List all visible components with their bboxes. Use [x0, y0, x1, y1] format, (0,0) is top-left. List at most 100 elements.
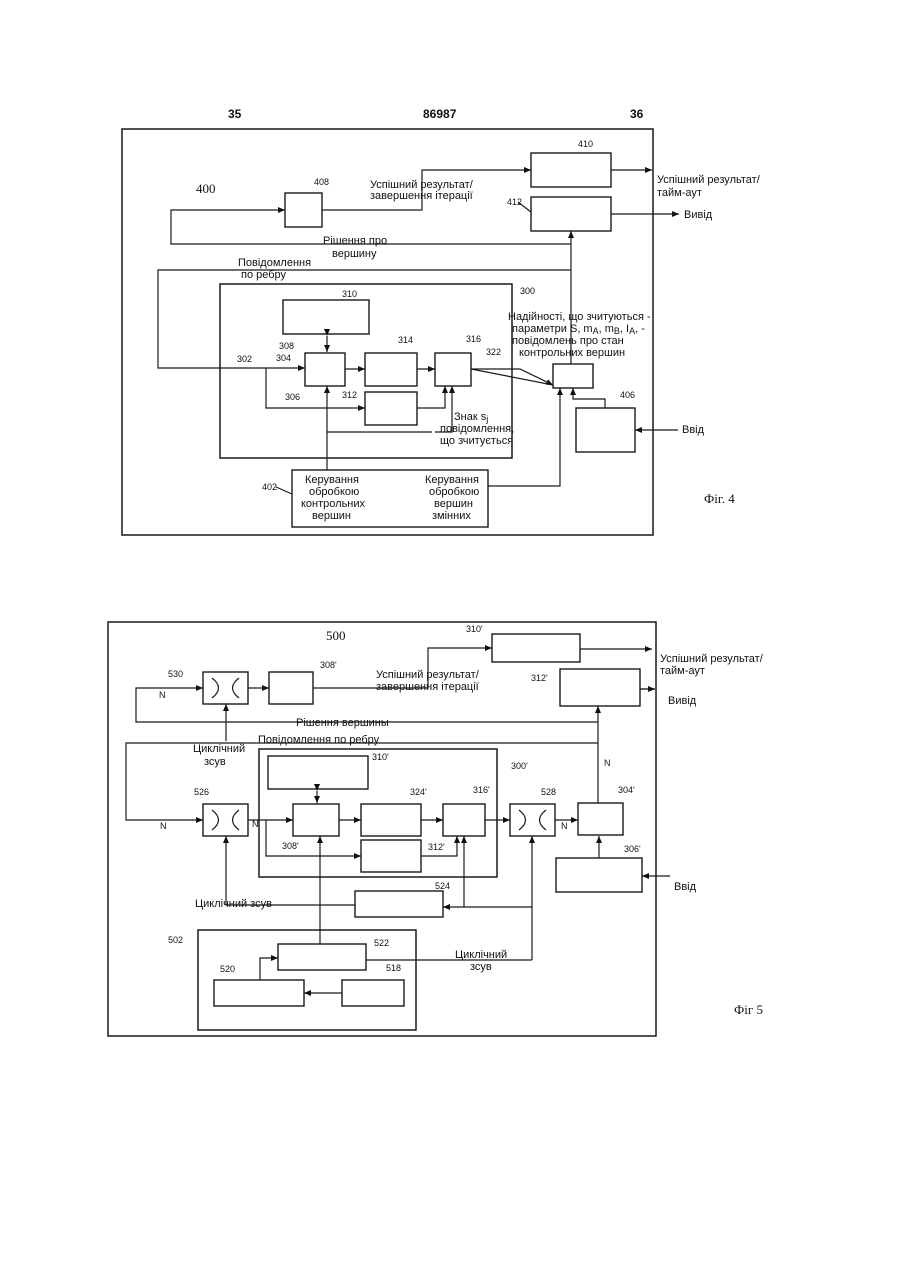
fig5-text-cyc3-b: зсув — [470, 961, 492, 973]
fig5-block-310p-top — [492, 634, 580, 662]
fig5-label-524: 524 — [435, 881, 450, 891]
fig4-label-312: 312 — [342, 390, 357, 400]
fig4-text-output: Вивід — [684, 209, 713, 221]
fig5-block-324p — [361, 804, 421, 836]
fig5-block-524 — [355, 891, 443, 917]
fig5-label-306p: 306' — [624, 844, 641, 854]
fig5-block-308p-top — [269, 672, 313, 704]
fig4-text-out-success-2: тайм-аут — [657, 187, 702, 199]
fig5-block-312p-top — [560, 669, 640, 706]
fig4-text-ctrl-var-2: обробкою — [429, 486, 479, 498]
fig4-label-322: 322 — [486, 347, 501, 357]
fig4-text-sign-3: що зчитується — [440, 435, 513, 447]
fig4-label-300: 300 — [520, 286, 535, 296]
fig5-label-500: 500 — [326, 628, 346, 643]
fig5-block-522 — [278, 944, 366, 970]
fig5-block-308p — [293, 804, 339, 836]
fig4-label-316: 316 — [466, 334, 481, 344]
fig4-text-ctrl-var-4: змінних — [432, 510, 471, 522]
fig4-block-314 — [365, 353, 417, 386]
fig4-label-308: 308 — [279, 341, 294, 351]
fig4-text-decision-2: вершину — [332, 248, 377, 260]
fig4-block-312 — [365, 392, 417, 425]
fig5-label-518: 518 — [386, 963, 401, 973]
fig5-text-out-success-2: тайм-аут — [660, 665, 705, 677]
fig4-block-406 — [576, 408, 635, 452]
fig5-label-310p-top: 310' — [466, 624, 483, 634]
fig5-label-n2: N — [160, 821, 167, 831]
fig5-block-530 — [203, 672, 248, 704]
fig5-text-success-1: Успішний результат/ — [376, 669, 480, 681]
fig4-label-412: 412 — [507, 197, 522, 207]
fig5-block-528 — [510, 804, 555, 836]
fig5-block-306p — [556, 858, 642, 892]
fig5-block-304p — [578, 803, 623, 835]
fig4-block-410 — [531, 153, 611, 187]
fig5-label-308p-in: 308' — [282, 841, 299, 851]
fig4-block-variable-node — [553, 364, 593, 388]
fig4-text-success-2: завершення ітерації — [370, 190, 473, 202]
fig4-label-400: 400 — [196, 181, 216, 196]
fig5-text-cyc2: Циклічний зсув — [195, 898, 272, 910]
fig5-label-308p: 308' — [320, 660, 337, 670]
fig4-text-ctrl-check-1: Керування — [305, 474, 359, 486]
fig4-block-310 — [283, 300, 369, 334]
fig5-block-518 — [342, 980, 404, 1006]
fig4-label-406: 406 — [620, 390, 635, 400]
fig4-label-302: 302 — [237, 354, 252, 364]
fig4-block-308 — [305, 353, 345, 386]
fig4-text-sign-1: Знак s — [454, 411, 487, 423]
fig5-label-526: 526 — [194, 787, 209, 797]
fig5-text-success-2: завершення ітерації — [376, 681, 479, 693]
page-number-left: 35 — [228, 107, 242, 121]
fig4-text-ctrl-check-2: обробкою — [309, 486, 359, 498]
fig5-block-520 — [214, 980, 304, 1006]
fig5-label-n1: N — [159, 690, 166, 700]
fig4-text-rel-2: параметри S, m — [512, 323, 593, 335]
fig4-text-ctrl-var-3: вершин — [434, 498, 473, 510]
fig4-label-310: 310 — [342, 289, 357, 299]
fig4-text-sign-2: повідомлення, — [440, 423, 514, 435]
patent-number: 86987 — [423, 107, 457, 121]
fig5-label-502: 502 — [168, 935, 183, 945]
fig5-label-n3: N — [604, 758, 611, 768]
figure-5: 500 530 308' 310' 312' Успішний результа… — [108, 622, 764, 1036]
fig4-text-decision-1: Рішення про — [323, 235, 387, 247]
fig5-label-528: 528 — [541, 787, 556, 797]
fig5-caption: Фіг 5 — [734, 1002, 763, 1017]
fig4-text-edge-msg-1: Повідомлення — [238, 257, 311, 269]
fig5-text-cyc1-a: Циклічний — [193, 743, 245, 755]
fig4-block-316 — [435, 353, 471, 386]
fig4-text-ctrl-var-1: Керування — [425, 474, 479, 486]
fig5-label-300p: 300' — [511, 761, 528, 771]
fig5-label-310p: 310' — [372, 752, 389, 762]
fig5-label-n5: N — [561, 821, 568, 831]
fig5-label-312p: 312' — [428, 842, 445, 852]
fig4-text-rel-4: контрольних вершин — [519, 347, 625, 359]
fig5-label-522: 522 — [374, 938, 389, 948]
fig4-caption: Фіг. 4 — [704, 491, 735, 506]
fig5-label-316p: 316' — [473, 785, 490, 795]
fig4-text-rel-3: повідомлень про стан — [512, 335, 624, 347]
fig5-label-530: 530 — [168, 669, 183, 679]
fig5-text-output: Вивід — [668, 695, 697, 707]
fig5-label-520: 520 — [220, 964, 235, 974]
figure-4: 400 408 410 412 Успішний результат/ тайм… — [122, 129, 761, 535]
fig4-text-input: Ввід — [682, 424, 705, 436]
fig5-block-310p — [268, 756, 368, 789]
fig5-label-312p-top: 312' — [531, 673, 548, 683]
fig4-text-rel-1: Надійності, що зчитуються - — [508, 311, 651, 323]
fig4-text-ctrl-check-4: вершин — [312, 510, 351, 522]
fig4-label-314: 314 — [398, 335, 413, 345]
fig5-block-526 — [203, 804, 248, 836]
fig5-text-out-success-1: Успішний результат/ — [660, 653, 764, 665]
fig4-label-410: 410 — [578, 139, 593, 149]
fig5-block-312p — [361, 840, 421, 872]
fig5-text-cyc1-b: зсув — [204, 756, 226, 768]
fig5-label-324p: 324' — [410, 787, 427, 797]
fig5-label-304p: 304' — [618, 785, 635, 795]
fig4-label-408: 408 — [314, 177, 329, 187]
fig4-block-412 — [531, 197, 611, 231]
fig4-text-ctrl-check-3: контрольних — [301, 498, 366, 510]
